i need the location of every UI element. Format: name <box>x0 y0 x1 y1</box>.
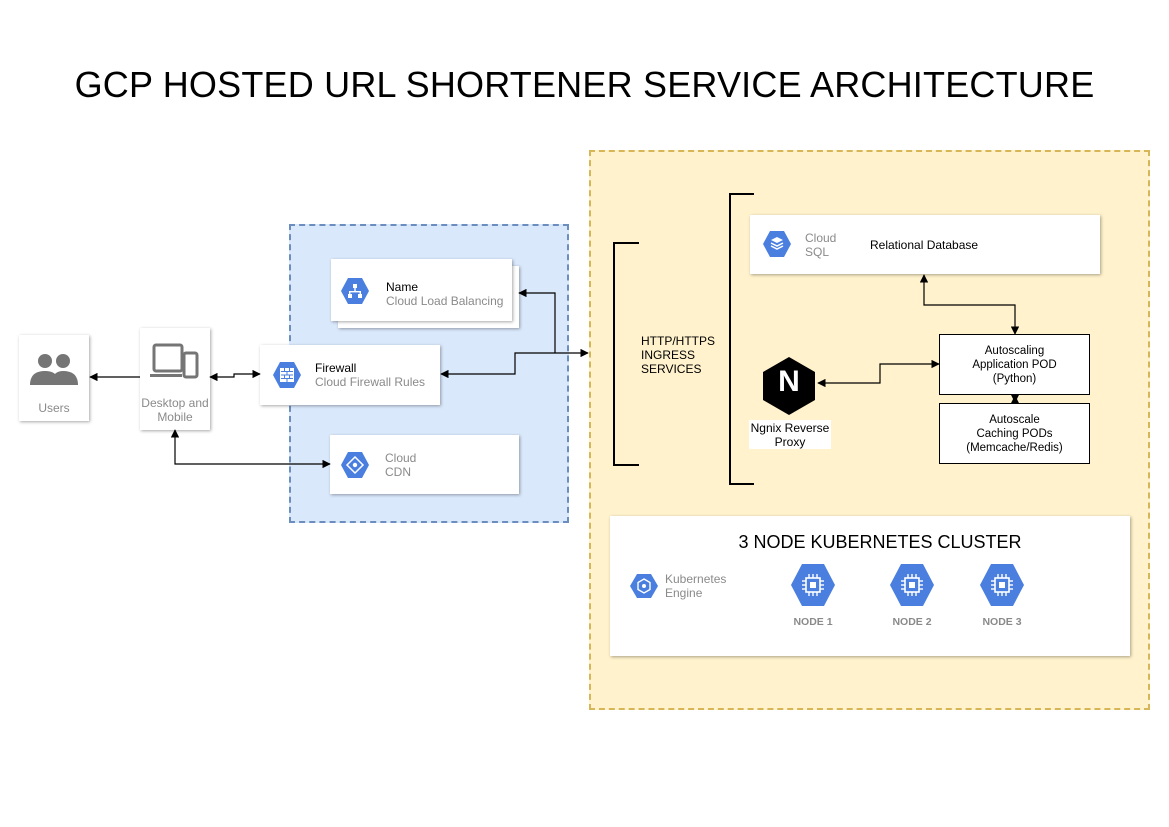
nginx-label-line2: Proxy <box>774 435 806 449</box>
cloud-sql-line2: SQL <box>805 245 830 259</box>
cdn-line1: Cloud <box>385 451 417 465</box>
node-1-icon <box>791 564 835 606</box>
node-2-label: NODE 2 <box>892 616 932 628</box>
firewall-card[interactable]: Firewall Cloud Firewall Rules <box>260 345 440 405</box>
kubernetes-engine-icon <box>630 574 658 598</box>
node-3-label: NODE 3 <box>982 616 1022 628</box>
load-balancer-card[interactable]: Name Cloud Load Balancing <box>331 259 512 321</box>
firewall-icon <box>273 362 301 388</box>
cluster-title: 3 NODE KUBERNETES CLUSTER <box>738 532 1022 552</box>
load-balancer-service: Cloud Load Balancing <box>386 294 504 308</box>
page-title: GCP HOSTED URL SHORTENER SERVICE ARCHITE… <box>74 64 1095 105</box>
app-pod-box[interactable]: Autoscaling Application POD (Python) <box>939 334 1090 395</box>
node-1-label: NODE 1 <box>793 616 833 628</box>
cloud-sql-card[interactable]: Cloud SQL Relational Database <box>750 215 1100 274</box>
devices-icon <box>150 343 199 379</box>
cache-pod-line2: Caching PODs <box>976 427 1053 440</box>
nginx-label-box: Ngnix Reverse Proxy <box>749 420 831 449</box>
load-balancer-name: Name <box>386 280 419 294</box>
users-card[interactable]: Users <box>19 335 89 421</box>
cache-pod-line1: Autoscale <box>989 413 1040 426</box>
users-icon <box>30 354 78 385</box>
node-3-icon <box>980 564 1024 606</box>
ingress-line2: INGRESS <box>641 348 696 362</box>
firewall-name: Firewall <box>315 361 357 375</box>
cloud-sql-icon <box>763 231 791 257</box>
device-label-line2: Mobile <box>157 410 193 424</box>
cloud-sql-line1: Cloud <box>805 231 837 245</box>
ingress-line1: HTTP/HTTPS <box>641 334 715 348</box>
cdn-icon <box>341 452 369 478</box>
kubernetes-engine-line1: Kubernetes <box>665 572 727 586</box>
cache-pod-line3: (Memcache/Redis) <box>966 441 1063 454</box>
node-2-icon <box>890 564 934 606</box>
firewall-service: Cloud Firewall Rules <box>315 375 426 389</box>
app-pod-line1: Autoscaling <box>984 344 1045 357</box>
cdn-line2: CDN <box>385 465 411 479</box>
app-pod-line2: Application POD <box>972 358 1057 371</box>
ingress-line3: SERVICES <box>641 362 702 376</box>
kubernetes-cluster-card[interactable]: 3 NODE KUBERNETES CLUSTER Kubernetes Eng… <box>610 516 1130 656</box>
desktop-mobile-card[interactable]: Desktop and Mobile <box>140 328 210 430</box>
users-label: Users <box>38 401 70 415</box>
nginx-logo-letter: N <box>778 365 800 398</box>
cdn-card[interactable]: Cloud CDN <box>330 435 519 494</box>
kubernetes-engine-line2: Engine <box>665 586 703 600</box>
relational-database-label: Relational Database <box>870 238 979 252</box>
load-balancing-icon <box>341 278 369 304</box>
device-label-line1: Desktop and <box>141 396 209 410</box>
cache-pod-box[interactable]: Autoscale Caching PODs (Memcache/Redis) <box>939 403 1090 464</box>
app-pod-line3: (Python) <box>992 372 1037 385</box>
nginx-label-line1: Ngnix Reverse <box>750 421 830 435</box>
desktop-firewall-arrow <box>209 369 261 382</box>
